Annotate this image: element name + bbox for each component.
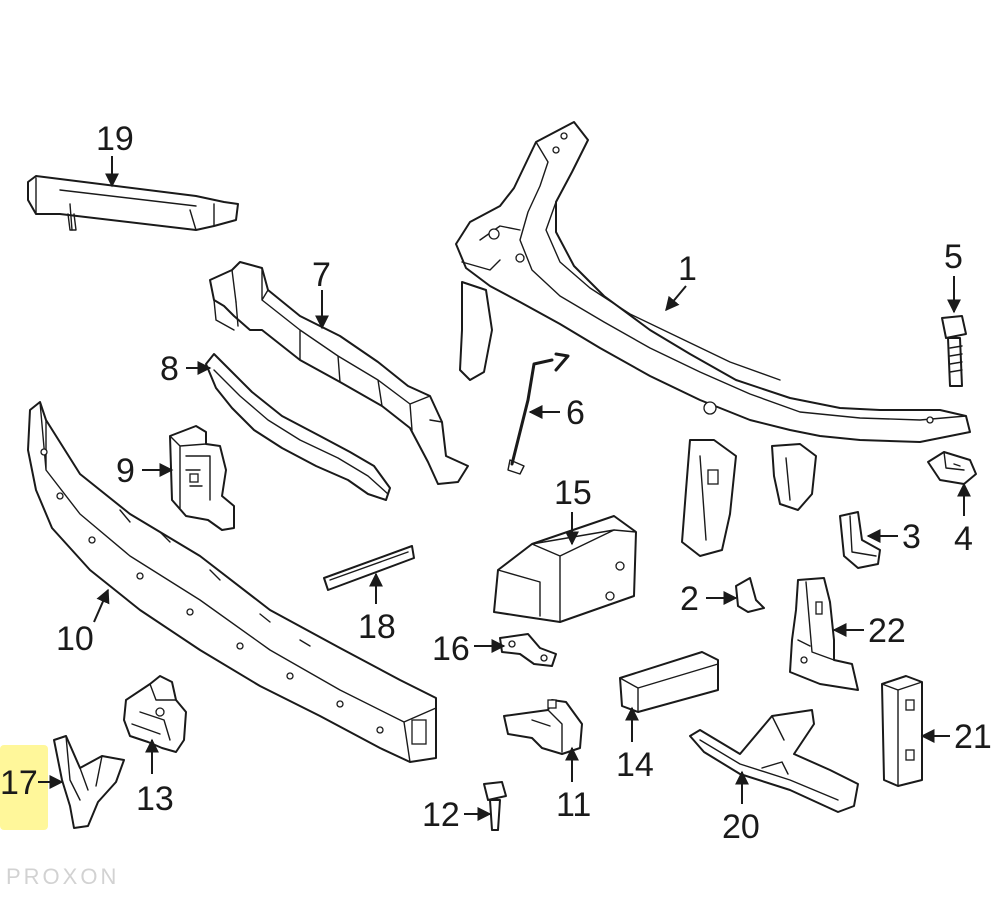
callout-22: 22 — [868, 612, 906, 650]
part-22-vertical-bracket — [789, 577, 859, 691]
leader-arrows — [38, 156, 971, 821]
callout-10: 10 — [56, 620, 94, 658]
callout-14: 14 — [616, 746, 654, 784]
part-5-bolt — [941, 315, 967, 387]
callout-6: 6 — [566, 394, 585, 432]
part-8-reinforcement-bar — [205, 353, 391, 501]
part-13-bracket — [123, 675, 187, 753]
callout-11: 11 — [556, 786, 591, 824]
callout-17: 17 — [0, 764, 38, 802]
callout-5: 5 — [944, 238, 963, 276]
part-11-bracket — [503, 699, 583, 755]
part-21-square-tube — [881, 675, 923, 787]
callout-1: 1 — [678, 250, 697, 288]
leader-10 — [93, 588, 110, 623]
part-12-screw — [483, 781, 507, 831]
part-7-upper-cross-member — [209, 261, 469, 485]
callout-12: 12 — [422, 796, 460, 834]
part-1-front-carrier — [455, 121, 971, 557]
part-10-bumper-beam — [27, 401, 437, 763]
callout-18: 18 — [358, 608, 396, 646]
part-15-box-bracket — [493, 515, 637, 623]
part-17-y-bracket — [53, 735, 125, 829]
part-14-box-beam — [619, 651, 719, 713]
callout-20: 20 — [722, 808, 760, 846]
part-18-strip — [323, 545, 415, 591]
part-3-bracket — [839, 511, 881, 569]
callout-19: 19 — [96, 120, 134, 158]
part-9-bracket — [169, 425, 235, 531]
callout-7: 7 — [312, 256, 331, 294]
callout-21: 21 — [954, 718, 992, 756]
callout-8: 8 — [160, 350, 179, 388]
callout-3: 3 — [902, 518, 921, 556]
part-6-cable — [507, 352, 570, 475]
callout-17-highlight — [0, 745, 48, 830]
callout-16: 16 — [432, 630, 470, 668]
part-2-clip — [735, 577, 765, 613]
callout-2: 2 — [680, 580, 699, 618]
callout-13: 13 — [136, 780, 174, 818]
leader-1 — [665, 285, 687, 312]
callout-9: 9 — [116, 452, 135, 490]
part-4-clip — [927, 451, 977, 485]
part-20-diagonal-bracket — [689, 709, 859, 813]
watermark-text: PROXON — [6, 864, 119, 889]
part-19-upper-rail — [27, 175, 239, 231]
callout-15: 15 — [554, 474, 592, 512]
part-16-plate — [499, 633, 557, 667]
callout-4: 4 — [954, 520, 973, 558]
callout-labels: 19 7 8 9 10 13 17 1 5 6 4 3 15 18 2 22 1… — [0, 120, 992, 846]
